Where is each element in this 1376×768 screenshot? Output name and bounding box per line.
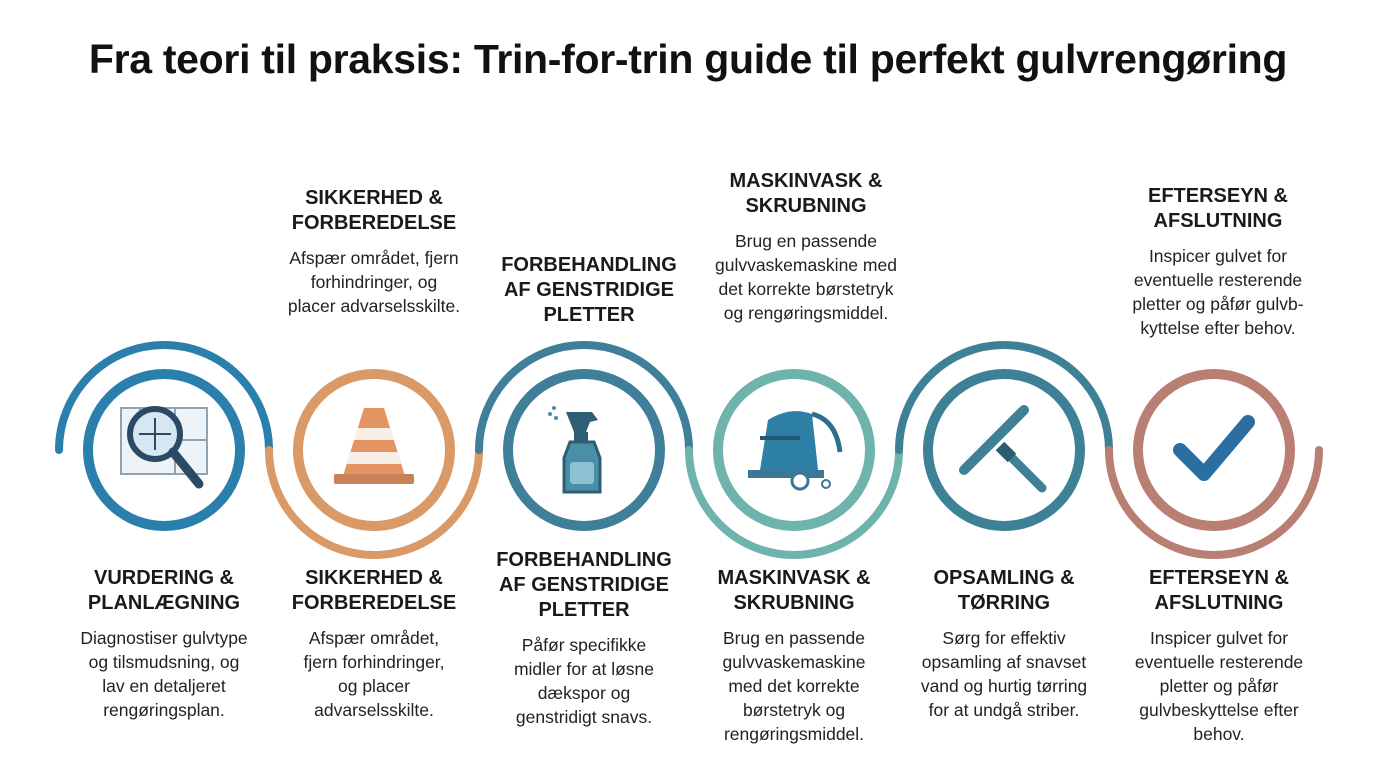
step-3-heading: FORBEHANDLING AF GENSTRIDIGE PLETTER <box>496 549 672 621</box>
step-6-heading: EFTERSEYN & AFSLUTNING <box>1148 567 1290 614</box>
top-step-4-heading: MASKINVASK & SKRUBNING <box>729 170 883 217</box>
top-step-2-description: Afspær området, fjern forhindringer, og … <box>287 248 461 316</box>
top-step-4-description: Brug en passende gulvvaskemaskine med de… <box>715 231 897 323</box>
wave-arc-6 <box>1105 446 1323 559</box>
checkmark-icon <box>1173 415 1255 481</box>
step-2-block: SIKKERHED & FORBEREDELSE Afspær området,… <box>264 566 484 722</box>
step-2-description: Afspær området, fjern forhindringer, og … <box>303 628 445 720</box>
step-1-description: Diagnostiser gulvtype og tilsmudsning, o… <box>80 628 248 720</box>
top-step-3-block: FORBEHANDLING AF GENSTRIDIGE PLETTER <box>484 253 694 328</box>
top-step-2-heading: SIKKERHED & FORBEREDELSE <box>291 187 457 234</box>
page-title: Fra teori til praksis: Trin-for-trin gui… <box>88 36 1288 82</box>
wave-arc-2 <box>265 446 483 559</box>
top-step-4-block: MASKINVASK & SKRUBNING Brug en passende … <box>694 169 918 325</box>
top-step-6-description: Inspicer gulvet for eventuelle resterend… <box>1132 246 1304 338</box>
step-4-description: Brug en passende gulvvaskemaskine med de… <box>722 628 866 744</box>
top-step-2-block: SIKKERHED & FORBEREDELSE Afspær området,… <box>264 186 484 318</box>
magnifier-floorplan-icon <box>120 406 208 489</box>
step-3-block: FORBEHANDLING AF GENSTRIDIGE PLETTER Påf… <box>474 548 694 729</box>
top-step-6-heading: EFTERSEYN & AFSLUTNING <box>1147 185 1289 232</box>
step-4-heading: MASKINVASK & SKRUBNING <box>717 567 871 614</box>
step-1-block: VURDERING & PLANLÆGNING Diagnostiser gul… <box>54 566 274 722</box>
wave-arc-1 <box>55 341 273 454</box>
step-ring-6 <box>1133 369 1295 531</box>
step-5-heading: OPSAMLING & TØRRING <box>933 567 1075 614</box>
step-4-block: MASKINVASK & SKRUBNING Brug en passende … <box>684 566 904 746</box>
top-step-6-block: EFTERSEYN & AFSLUTNING Inspicer gulvet f… <box>1104 184 1332 340</box>
top-step-3-heading: FORBEHANDLING AF GENSTRIDIGE PLETTER <box>501 254 677 326</box>
step-6-description: Inspicer gulvet for eventuelle resterend… <box>1134 628 1304 744</box>
wave-arc-4 <box>685 446 903 559</box>
wave-arc-3 <box>475 341 693 454</box>
step-3-description: Påfør specifikke midler for at løsne dæk… <box>513 635 655 727</box>
spray-bottle-icon <box>548 406 602 494</box>
step-5-block: OPSAMLING & TØRRING Sørg for effektiv op… <box>894 566 1114 722</box>
step-6-block: EFTERSEYN & AFSLUTNING Inspicer gulvet f… <box>1104 566 1334 746</box>
wave-arc-5 <box>895 341 1113 454</box>
traffic-cone-icon <box>334 408 414 484</box>
step-2-heading: SIKKERHED & FORBEREDELSE <box>291 567 457 614</box>
step-1-heading: VURDERING & PLANLÆGNING <box>87 567 241 614</box>
squeegee-icon <box>959 405 1047 493</box>
floor-scrubber-icon <box>748 411 843 491</box>
step-5-description: Sørg for effektiv opsamling af snavset v… <box>920 628 1088 720</box>
